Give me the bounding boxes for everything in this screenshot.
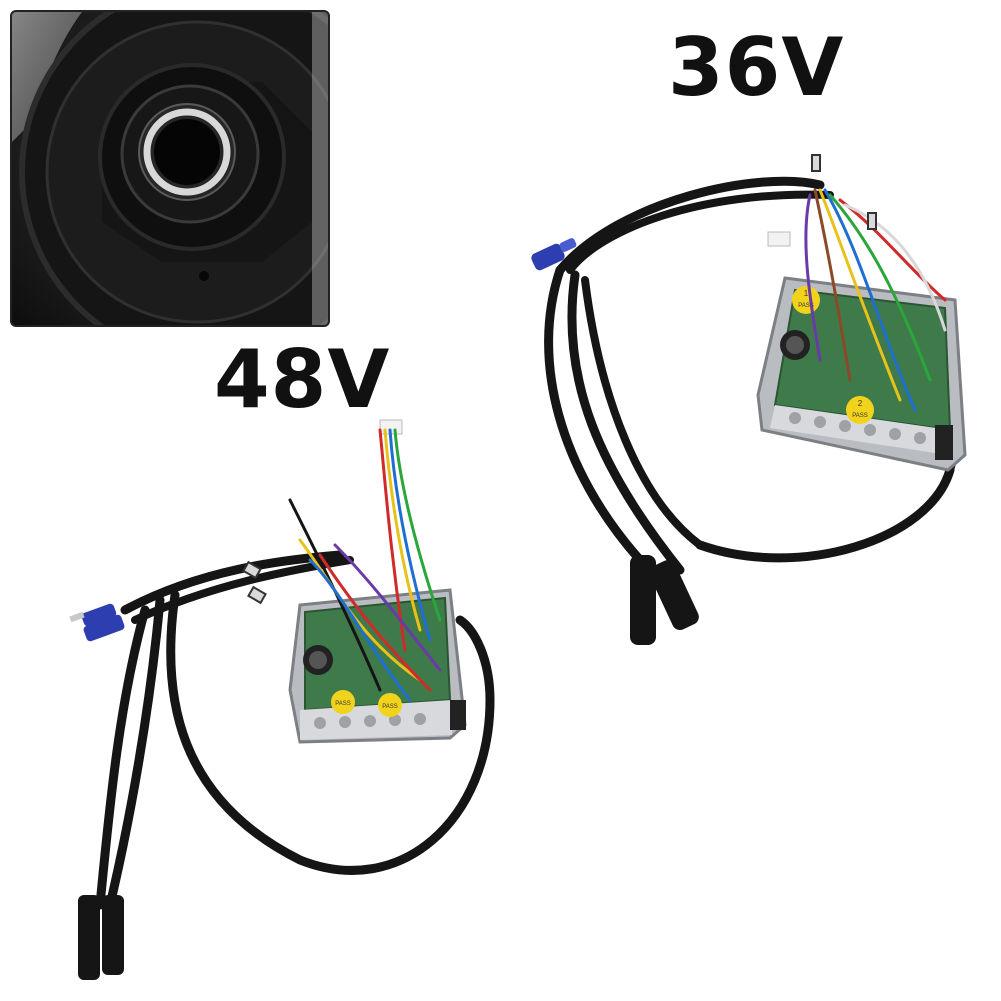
sticker-36v-2-pass: PASS — [852, 413, 868, 419]
controller-48v-stickers: PASS PASS — [331, 690, 402, 717]
bearing-closeup-photo — [10, 10, 330, 327]
controller-36v-housing — [756, 276, 967, 472]
terminals-36v — [811, 154, 877, 230]
sticker-36v-2-number: 2 — [858, 399, 863, 408]
sticker-48v-1-pass: PASS — [335, 701, 351, 707]
controller-48v: PASS PASS — [69, 419, 495, 980]
cable-36v-bundle — [544, 176, 960, 575]
controller-48v-housing — [288, 588, 467, 744]
voltage-label-48v: 48V — [214, 333, 391, 426]
sticker-36v-1-pass: PASS — [798, 303, 814, 309]
connectors-48v-motor — [78, 895, 124, 980]
voltage-label-36v: 36V — [668, 21, 845, 114]
connector-48v-blue — [69, 603, 125, 642]
wires-48v — [288, 428, 442, 702]
sticker-36v-1-number: 1 — [804, 289, 809, 298]
wires-36v — [804, 188, 947, 412]
connectors-36v-motor — [630, 555, 699, 645]
sticker-48v-2-pass: PASS — [382, 704, 398, 710]
bearing-illustration — [12, 12, 328, 325]
controller-36v-stickers: 1 PASS 2 PASS — [792, 286, 874, 424]
controller-36v: 1 PASS 2 PASS — [531, 154, 967, 645]
connector-36v-jst — [767, 231, 791, 247]
terminals-48v — [242, 560, 267, 605]
connector-36v-blue — [531, 238, 577, 271]
